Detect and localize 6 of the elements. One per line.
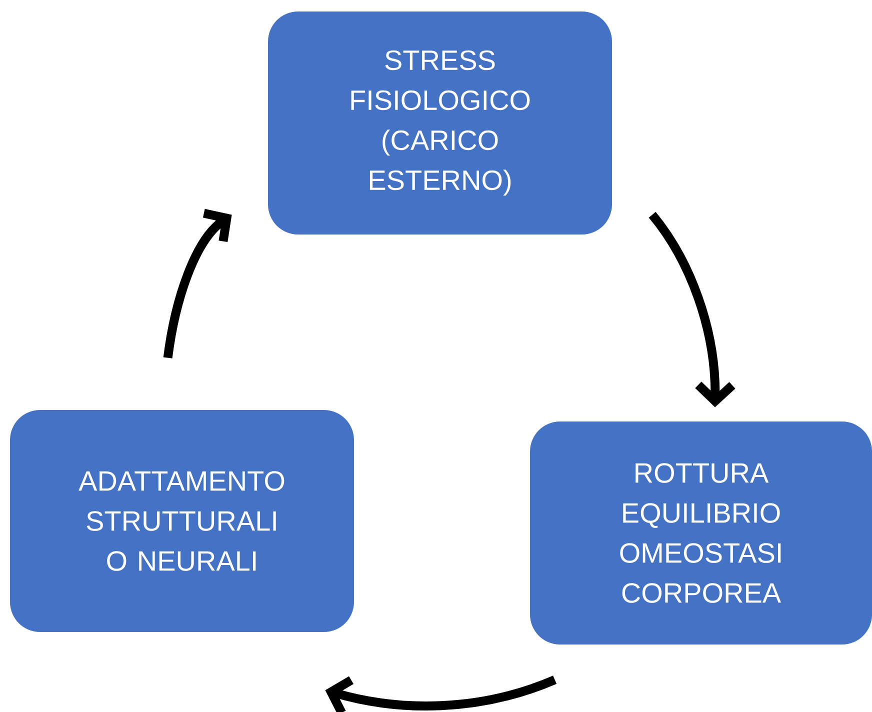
arrow bbox=[163, 208, 232, 358]
arrow bbox=[325, 676, 556, 712]
arrow bbox=[648, 212, 736, 408]
process-box: ROTTURA EQUILIBRIO OMEOSTASI CORPOREA bbox=[530, 422, 872, 644]
process-box: ADATTAMENTO STRUTTURALI O NEURALI bbox=[10, 410, 354, 632]
process-box: STRESS FISIOLOGICO (CARICO ESTERNO) bbox=[268, 12, 612, 234]
